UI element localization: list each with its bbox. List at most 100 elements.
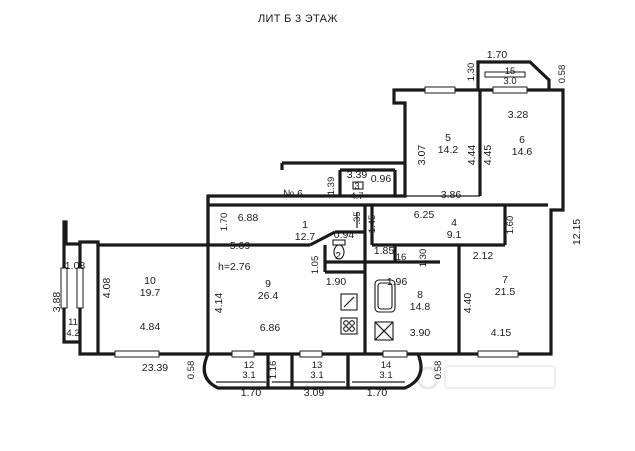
dim-label: 4.14 xyxy=(213,293,225,314)
window-room-11 xyxy=(60,267,68,309)
boiler-cross-icon xyxy=(374,321,394,341)
room-10-area: 19.7 xyxy=(140,287,161,299)
dim-label: 1.30 xyxy=(418,249,429,268)
dim-label: 1.60 xyxy=(505,216,516,235)
room-9-area: 26.4 xyxy=(258,290,279,302)
room-3-area: 4.7 xyxy=(350,191,363,202)
ceiling-height: h=2.76 xyxy=(218,261,251,273)
windows-top xyxy=(424,71,528,94)
room-7-number: 7 xyxy=(502,274,508,286)
window-room-13 xyxy=(299,350,323,358)
dim-label: 3.07 xyxy=(416,145,428,166)
dim-label: 3.88 xyxy=(51,292,63,313)
loggia-14 xyxy=(346,353,423,390)
room-1-area: 12.7 xyxy=(295,231,316,243)
dim-label: 3.09 xyxy=(304,387,325,399)
windows-bottom xyxy=(60,267,519,358)
room-6-number: 6 xyxy=(519,134,525,146)
dim-label: 3.28 xyxy=(508,109,529,121)
room-labels: 1 12.7 2 3 4.7 4 9.1 5 14.2 6 14.6 7 21.… xyxy=(66,66,532,381)
toilet-tank-icon xyxy=(332,239,346,246)
dim-label: 0.94 xyxy=(334,229,355,241)
dim-label: 1.16 xyxy=(268,361,279,380)
room-12-area: 3.1 xyxy=(242,370,255,381)
room-14-number: 14 xyxy=(381,360,392,371)
window-room-5 xyxy=(424,86,456,94)
window-room-10-side xyxy=(76,267,84,309)
window-room-6 xyxy=(492,86,528,94)
dim-label: 1.70 xyxy=(487,49,508,61)
dim-label: 0.58 xyxy=(433,361,444,380)
apartment-number: № 6 xyxy=(283,188,303,200)
dim-label: 1.05 xyxy=(310,256,321,275)
dim-label: 1.45 xyxy=(367,215,378,234)
dim-label: 1.70 xyxy=(367,387,388,399)
dim-label: 0.58 xyxy=(186,361,197,380)
wall-diagonal xyxy=(309,230,336,247)
room-1-number: 1 xyxy=(302,219,308,231)
loggia-13 xyxy=(268,354,350,390)
room-13-area: 3.1 xyxy=(310,370,323,381)
room-15-number: 15 xyxy=(505,66,516,77)
room-11-area: 4.2 xyxy=(66,328,79,339)
room-10-number: 10 xyxy=(144,275,156,287)
dim-label: 4.44 xyxy=(466,145,478,166)
dim-label: 12.15 xyxy=(571,219,583,245)
room-11-number: 11 xyxy=(68,317,78,328)
stove-icon xyxy=(340,317,358,335)
dim-label: 0.96 xyxy=(371,173,392,185)
window-room-12 xyxy=(231,350,255,358)
room-7-area: 21.5 xyxy=(495,286,516,298)
stove-burner-icon xyxy=(343,320,349,326)
dim-label: 1.39 xyxy=(326,177,337,196)
exterior-walls xyxy=(62,60,565,356)
room-16-number: 16 xyxy=(396,252,407,263)
loggia-12 xyxy=(202,353,270,390)
window-room-7 xyxy=(477,350,519,358)
dim-label: 4.45 xyxy=(482,145,494,166)
room-5-area: 14.2 xyxy=(438,144,459,156)
dim-label: 6.86 xyxy=(260,322,281,334)
dim-label: 6.88 xyxy=(238,212,259,224)
wall-balcony-15 xyxy=(476,60,551,90)
dim-label: 1.70 xyxy=(241,387,262,399)
dim-label: 5.09 xyxy=(230,240,251,252)
bathtub-inner-icon xyxy=(377,282,393,310)
dim-label: 4.15 xyxy=(491,327,512,339)
dim-label: 23.39 xyxy=(142,362,168,374)
window-room-14 xyxy=(382,350,408,358)
dim-label: 1.70 xyxy=(219,213,230,232)
room-15-area: 3.0 xyxy=(503,76,516,87)
dim-label: 1.08 xyxy=(65,260,86,272)
vent-icon xyxy=(352,181,364,190)
room-2-number: 2 xyxy=(335,250,341,262)
dim-label: 3.39 xyxy=(347,169,368,181)
room-12-number: 12 xyxy=(244,360,255,371)
plan-title: ЛИТ Б 3 ЭТАЖ xyxy=(258,13,338,25)
dim-label: 1.90 xyxy=(326,276,347,288)
dim-label: .35 xyxy=(352,211,363,224)
window-room-15 xyxy=(484,71,526,78)
dim-label: 4.84 xyxy=(140,321,161,333)
room-5-number: 5 xyxy=(445,132,451,144)
room-9-number: 9 xyxy=(265,278,271,290)
sink-tap-icon xyxy=(343,296,355,308)
stove-burner-icon xyxy=(349,326,355,332)
wall-main-outline xyxy=(78,88,565,356)
wall-annex-11 xyxy=(62,220,80,344)
dim-label: 1.30 xyxy=(466,63,477,82)
dim-label: 4.40 xyxy=(462,293,474,314)
dimension-labels: 1.70 1.30 0.58 3.28 3.07 4.44 4.45 12.15… xyxy=(51,49,583,399)
room-3-number: 3 xyxy=(354,181,359,192)
window-room-10 xyxy=(114,350,160,358)
room-13-number: 13 xyxy=(312,360,323,371)
room-14-area: 3.1 xyxy=(379,370,392,381)
dim-label: 3.86 xyxy=(441,189,462,201)
stove-burner-icon xyxy=(343,326,349,332)
dim-label: 1.85 xyxy=(374,245,395,257)
room-8-area: 14.8 xyxy=(410,301,431,313)
dim-label: 0.58 xyxy=(557,65,568,84)
dim-label: 4.08 xyxy=(101,278,113,299)
stove-burner-icon xyxy=(349,320,355,326)
fixtures xyxy=(332,181,396,341)
